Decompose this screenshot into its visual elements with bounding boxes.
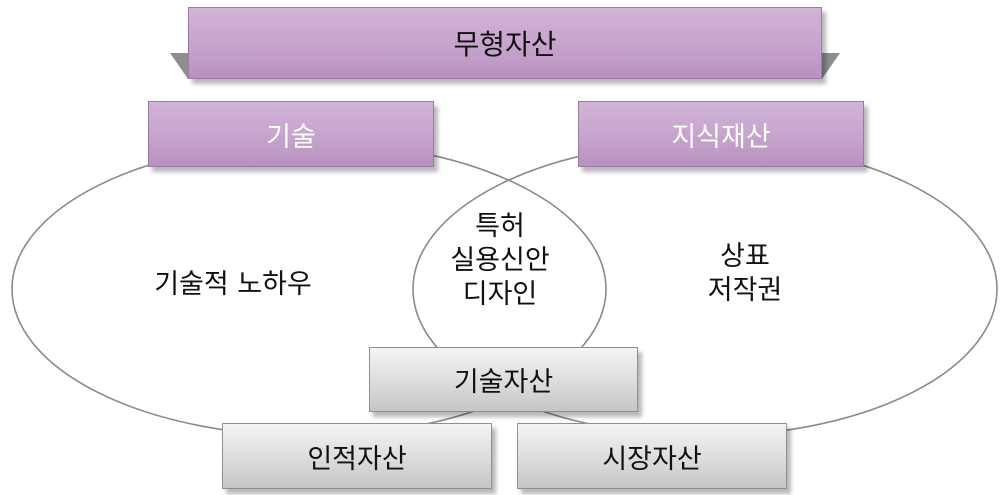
technology-asset-box: 기술자산 [369,347,638,412]
technology-only-text: 기술적 노하우 [108,268,358,302]
technical-knowhow-label: 기술적 노하우 [154,269,312,300]
technology-label: 기술 [266,121,316,153]
ip-only-text: 상표 저작권 [670,240,820,308]
technology-asset-label: 기술자산 [453,367,554,398]
market-asset-box: 시장자산 [517,423,787,489]
trademark-label: 상표 [720,241,770,272]
patent-label: 특허 [475,211,525,242]
title-left-fold [170,53,188,79]
human-asset-box: 인적자산 [222,423,492,489]
technology-box: 기술 [148,101,434,167]
title-box: 무형자산 [188,7,822,79]
overlap-text: 특허 실용신안 디자인 [410,210,590,312]
utility-model-label: 실용신안 [450,245,550,276]
design-label: 디자인 [462,279,538,310]
human-asset-label: 인적자산 [307,443,407,475]
title-right-fold [822,53,840,79]
intellectual-property-box: 지식재산 [578,101,864,167]
market-asset-label: 시장자산 [602,443,702,475]
title-label: 무형자산 [453,28,557,61]
intellectual-property-label: 지식재산 [671,121,771,153]
copyright-label: 저작권 [707,275,783,306]
